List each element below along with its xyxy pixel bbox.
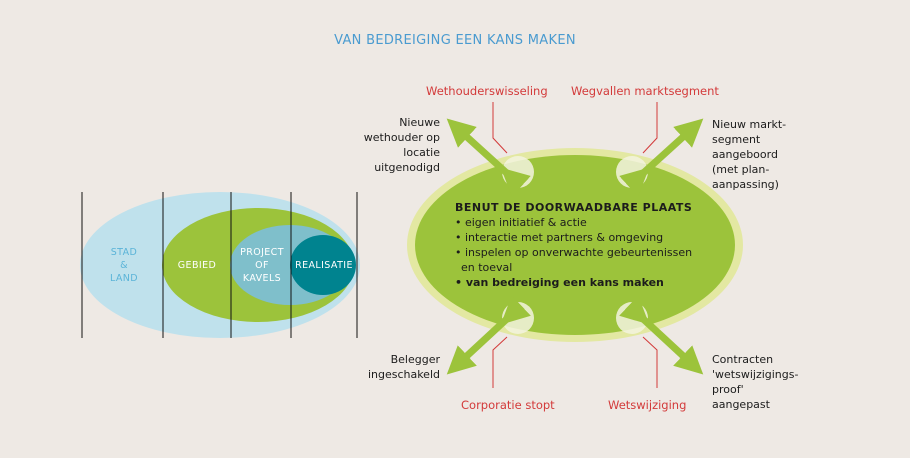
center-text-block: BENUT DE DOORWAADBARE PLAATS • eigen ini…: [455, 200, 695, 290]
center-item: • interactie met partners & omgeving: [455, 231, 664, 244]
ring-label-line: KAVELS: [242, 273, 282, 284]
arrow-top-right: [619, 118, 704, 197]
ring-label-gebied: GEBIED: [177, 260, 217, 271]
opportunity-line: aangeboord: [712, 148, 778, 161]
opportunity-line: Contracten: [712, 353, 774, 366]
opportunity-line: segment: [712, 133, 761, 146]
center-oval: [415, 155, 735, 335]
ring-label-project: PROJECT OF KAVELS: [232, 246, 292, 285]
opportunity-line: locatie: [403, 146, 440, 159]
opportunity-line: uitgenodigd: [374, 161, 440, 174]
arrow-bottom-right: [619, 295, 704, 375]
threat-pointer: [642, 336, 658, 388]
opportunity-top-left: Nieuwe wethouder op locatie uitgenodigd: [350, 115, 440, 175]
opportunity-line: wethouder op: [363, 131, 440, 144]
ring-label-stad-land: STAD & LAND: [100, 246, 148, 285]
opportunity-line: (met plan-: [712, 163, 770, 176]
threat-top-right: Wegvallen marktsegment: [571, 84, 719, 98]
opportunity-bottom-right: Contracten 'wetswijzigings- proof' aange…: [712, 352, 832, 412]
threat-bottom-left: Corporatie stopt: [461, 398, 555, 412]
opportunity-top-right: Nieuw markt- segment aangeboord (met pla…: [712, 117, 822, 192]
ring-label-line: OF: [255, 260, 269, 271]
threat-pointer: [642, 102, 658, 154]
threat-pointer: [492, 102, 508, 154]
threat-bottom-right: Wetswijziging: [608, 398, 687, 412]
arrow-top-left: [446, 118, 531, 197]
ring-label-line: PROJECT: [240, 247, 284, 258]
threat-pointer: [492, 336, 508, 388]
ring-label-line: STAD: [110, 247, 138, 258]
opportunity-line: Nieuwe: [399, 116, 440, 129]
opportunity-line: aanpassing): [712, 178, 779, 191]
opportunity-line: Belegger: [390, 353, 440, 366]
diagram-title: VAN BEDREIGING EEN KANS MAKEN: [334, 33, 576, 48]
opportunity-line: aangepast: [712, 398, 770, 411]
opportunity-line: proof': [712, 383, 744, 396]
ring-label-line: LAND: [109, 273, 139, 284]
realisatie-ellipse: [290, 235, 356, 295]
opportunity-bottom-left: Belegger ingeschakeld: [350, 352, 440, 382]
center-item-bold: • van bedreiging een kans maken: [455, 276, 664, 289]
opportunity-line: Nieuw markt-: [712, 118, 787, 131]
center-item: • eigen initiatief & actie: [455, 216, 587, 229]
threat-top-left: Wethouderswisseling: [426, 84, 548, 98]
ring-label-line: &: [120, 260, 128, 271]
center-item: • inspelen op onverwachte gebeurtenissen: [455, 246, 693, 259]
opportunity-line: ingeschakeld: [367, 368, 440, 381]
arrow-bottom-left: [446, 295, 531, 375]
center-title: BENUT DE DOORWAADBARE PLAATS: [455, 201, 693, 214]
opportunity-line: 'wetswijzigings-: [712, 368, 799, 381]
ring-label-realisatie: REALISATIE: [295, 260, 353, 271]
center-item: en toeval: [461, 261, 513, 274]
